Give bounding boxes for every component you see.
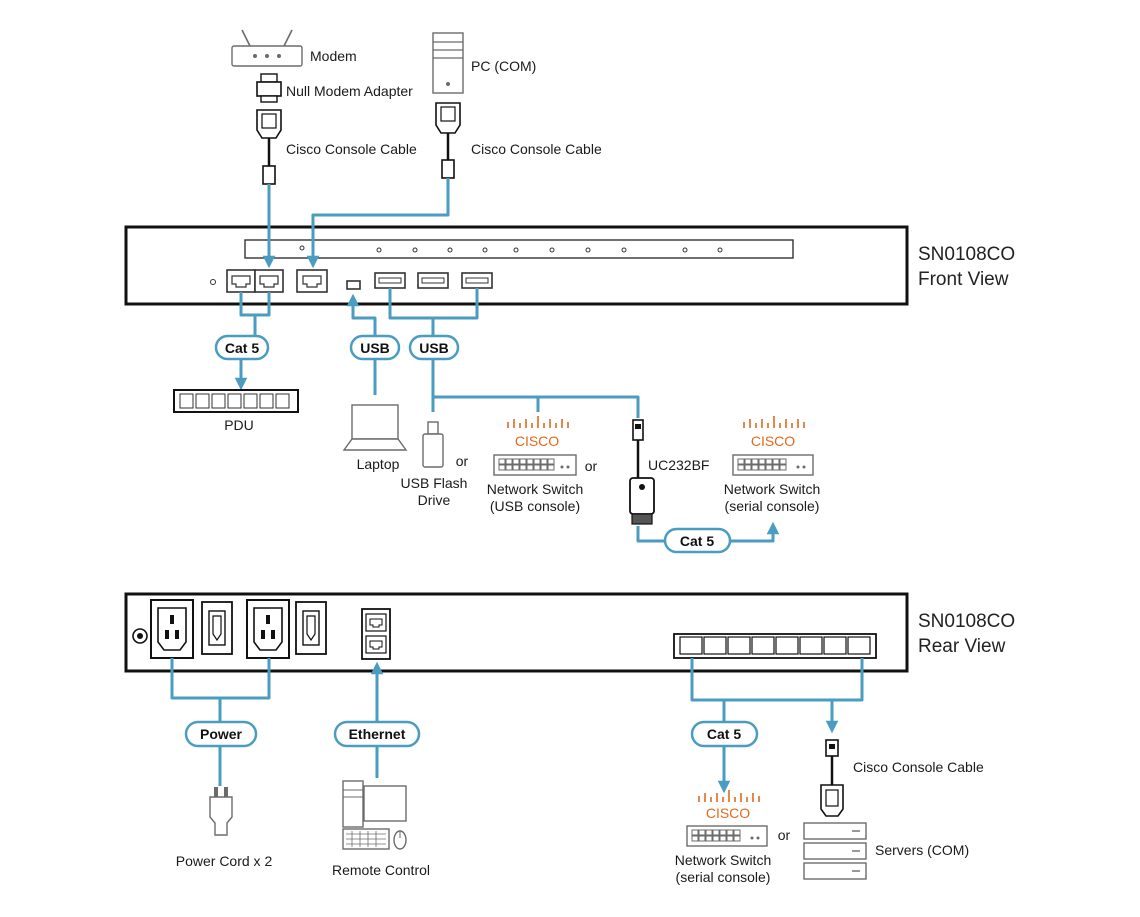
servers-label: Servers (COM): [875, 842, 969, 858]
cisco-logo-3-text: CISCO: [706, 805, 750, 821]
cisco-logo-3-icon: [698, 790, 760, 802]
uc232bf-label: UC232BF: [648, 457, 709, 473]
network-switch-serial-icon: [732, 454, 814, 476]
cisco-console-cable-rear-icon: [820, 739, 844, 817]
power-switch-2: [295, 601, 327, 655]
network-switch-usb-icon: [493, 454, 577, 476]
null-modem-adapter-icon: [256, 73, 282, 103]
reset-hole: [210, 279, 216, 285]
modem-icon: [231, 29, 303, 67]
remote-computer-icon: [342, 780, 407, 850]
pill-ethernet: Ethernet: [333, 720, 421, 748]
rj45-port-pdu-2: [254, 269, 284, 293]
laptop-icon: [342, 404, 408, 451]
cisco-logo-2-text: CISCO: [751, 433, 795, 449]
cisco-cable-right-label: Cisco Console Cable: [471, 141, 602, 157]
switch-usb-label-1: Network Switch: [487, 481, 583, 497]
pill-cat5-rear: Cat 5: [690, 720, 759, 748]
cisco-logo-icon: [507, 416, 569, 428]
usb-port-1: [374, 272, 406, 289]
servers-icon: [803, 822, 867, 880]
pill-usb-devices-label: USB: [419, 340, 449, 356]
cisco-logo-1-text: CISCO: [515, 433, 559, 449]
pill-cat5-rear-label: Cat 5: [707, 726, 741, 742]
pc-icon: [432, 32, 464, 94]
usb-flash-label-2: Drive: [418, 492, 451, 508]
remote-control-label: Remote Control: [332, 862, 430, 878]
cisco-logo-2-icon: [743, 416, 805, 428]
pill-cat5-uc232-label: Cat 5: [680, 533, 714, 549]
ethernet-ports-rear: [361, 608, 391, 660]
power-cord-label: Power Cord x 2: [176, 853, 273, 869]
switch-rear-label-2: (serial console): [676, 869, 771, 885]
pill-power-label: Power: [200, 726, 243, 742]
or-label-2: or: [585, 458, 598, 474]
usb-port-3: [461, 272, 493, 289]
or-label-1: or: [456, 453, 469, 469]
usb-flash-label-1: USB Flash: [401, 475, 468, 491]
rj45-port-console: [296, 269, 328, 293]
front-title: SN0108CO: [918, 244, 1015, 265]
power-inlet-2: [246, 599, 290, 659]
front-led-strip: [244, 239, 794, 259]
serial-ports-rear: [673, 633, 877, 659]
pill-ethernet-label: Ethernet: [349, 726, 406, 742]
power-inlet-1: [150, 599, 194, 659]
pill-power: Power: [184, 720, 258, 748]
cisco-cable-left-label: Cisco Console Cable: [286, 141, 417, 157]
pdu-label: PDU: [224, 417, 254, 433]
uc232bf-adapter-icon: [629, 419, 655, 525]
front-led-dots: [299, 245, 723, 253]
rear-title: SN0108CO: [918, 611, 1015, 632]
or-label-rear: or: [778, 827, 791, 843]
pill-usb-laptop-label: USB: [360, 340, 390, 356]
switch-serial-label-2: (serial console): [725, 498, 820, 514]
pill-usb-devices: USB: [408, 334, 460, 361]
usb-flash-drive-icon: [422, 421, 444, 468]
pc-label: PC (COM): [471, 58, 536, 74]
rear-panel: [124, 592, 909, 673]
switch-rear-label-1: Network Switch: [675, 852, 771, 868]
rear-subtitle: Rear View: [918, 636, 1006, 657]
front-subtitle: Front View: [918, 269, 1009, 290]
switch-usb-label-2: (USB console): [490, 498, 580, 514]
cisco-cable-rear-label: Cisco Console Cable: [853, 759, 984, 775]
switch-serial-label-1: Network Switch: [724, 481, 820, 497]
rj45-port-pdu-1: [226, 269, 256, 293]
rear-cables: [170, 658, 864, 794]
front-panel: [124, 225, 909, 306]
power-plug-icon: [209, 787, 233, 836]
modem-label: Modem: [310, 48, 357, 64]
power-switch-1: [201, 601, 233, 655]
pill-usb-laptop: USB: [349, 334, 401, 361]
laptop-label: Laptop: [357, 456, 400, 472]
network-switch-rear-icon: [686, 825, 768, 847]
cisco-console-cable-right-icon: [435, 102, 461, 179]
ground-screw-icon: [132, 628, 148, 644]
pdu-icon: [173, 389, 299, 413]
cisco-console-cable-left-icon: [256, 109, 282, 185]
rear-chassis: [124, 592, 909, 673]
pill-cat5-uc232: Cat 5: [663, 527, 732, 554]
pill-cat5-pdu: Cat 5: [214, 334, 270, 361]
mini-usb-port: [346, 280, 361, 290]
pill-cat5-pdu-label: Cat 5: [225, 340, 259, 356]
front-cables: [234, 178, 780, 543]
usb-port-2: [417, 272, 449, 289]
null-modem-label: Null Modem Adapter: [286, 83, 413, 99]
